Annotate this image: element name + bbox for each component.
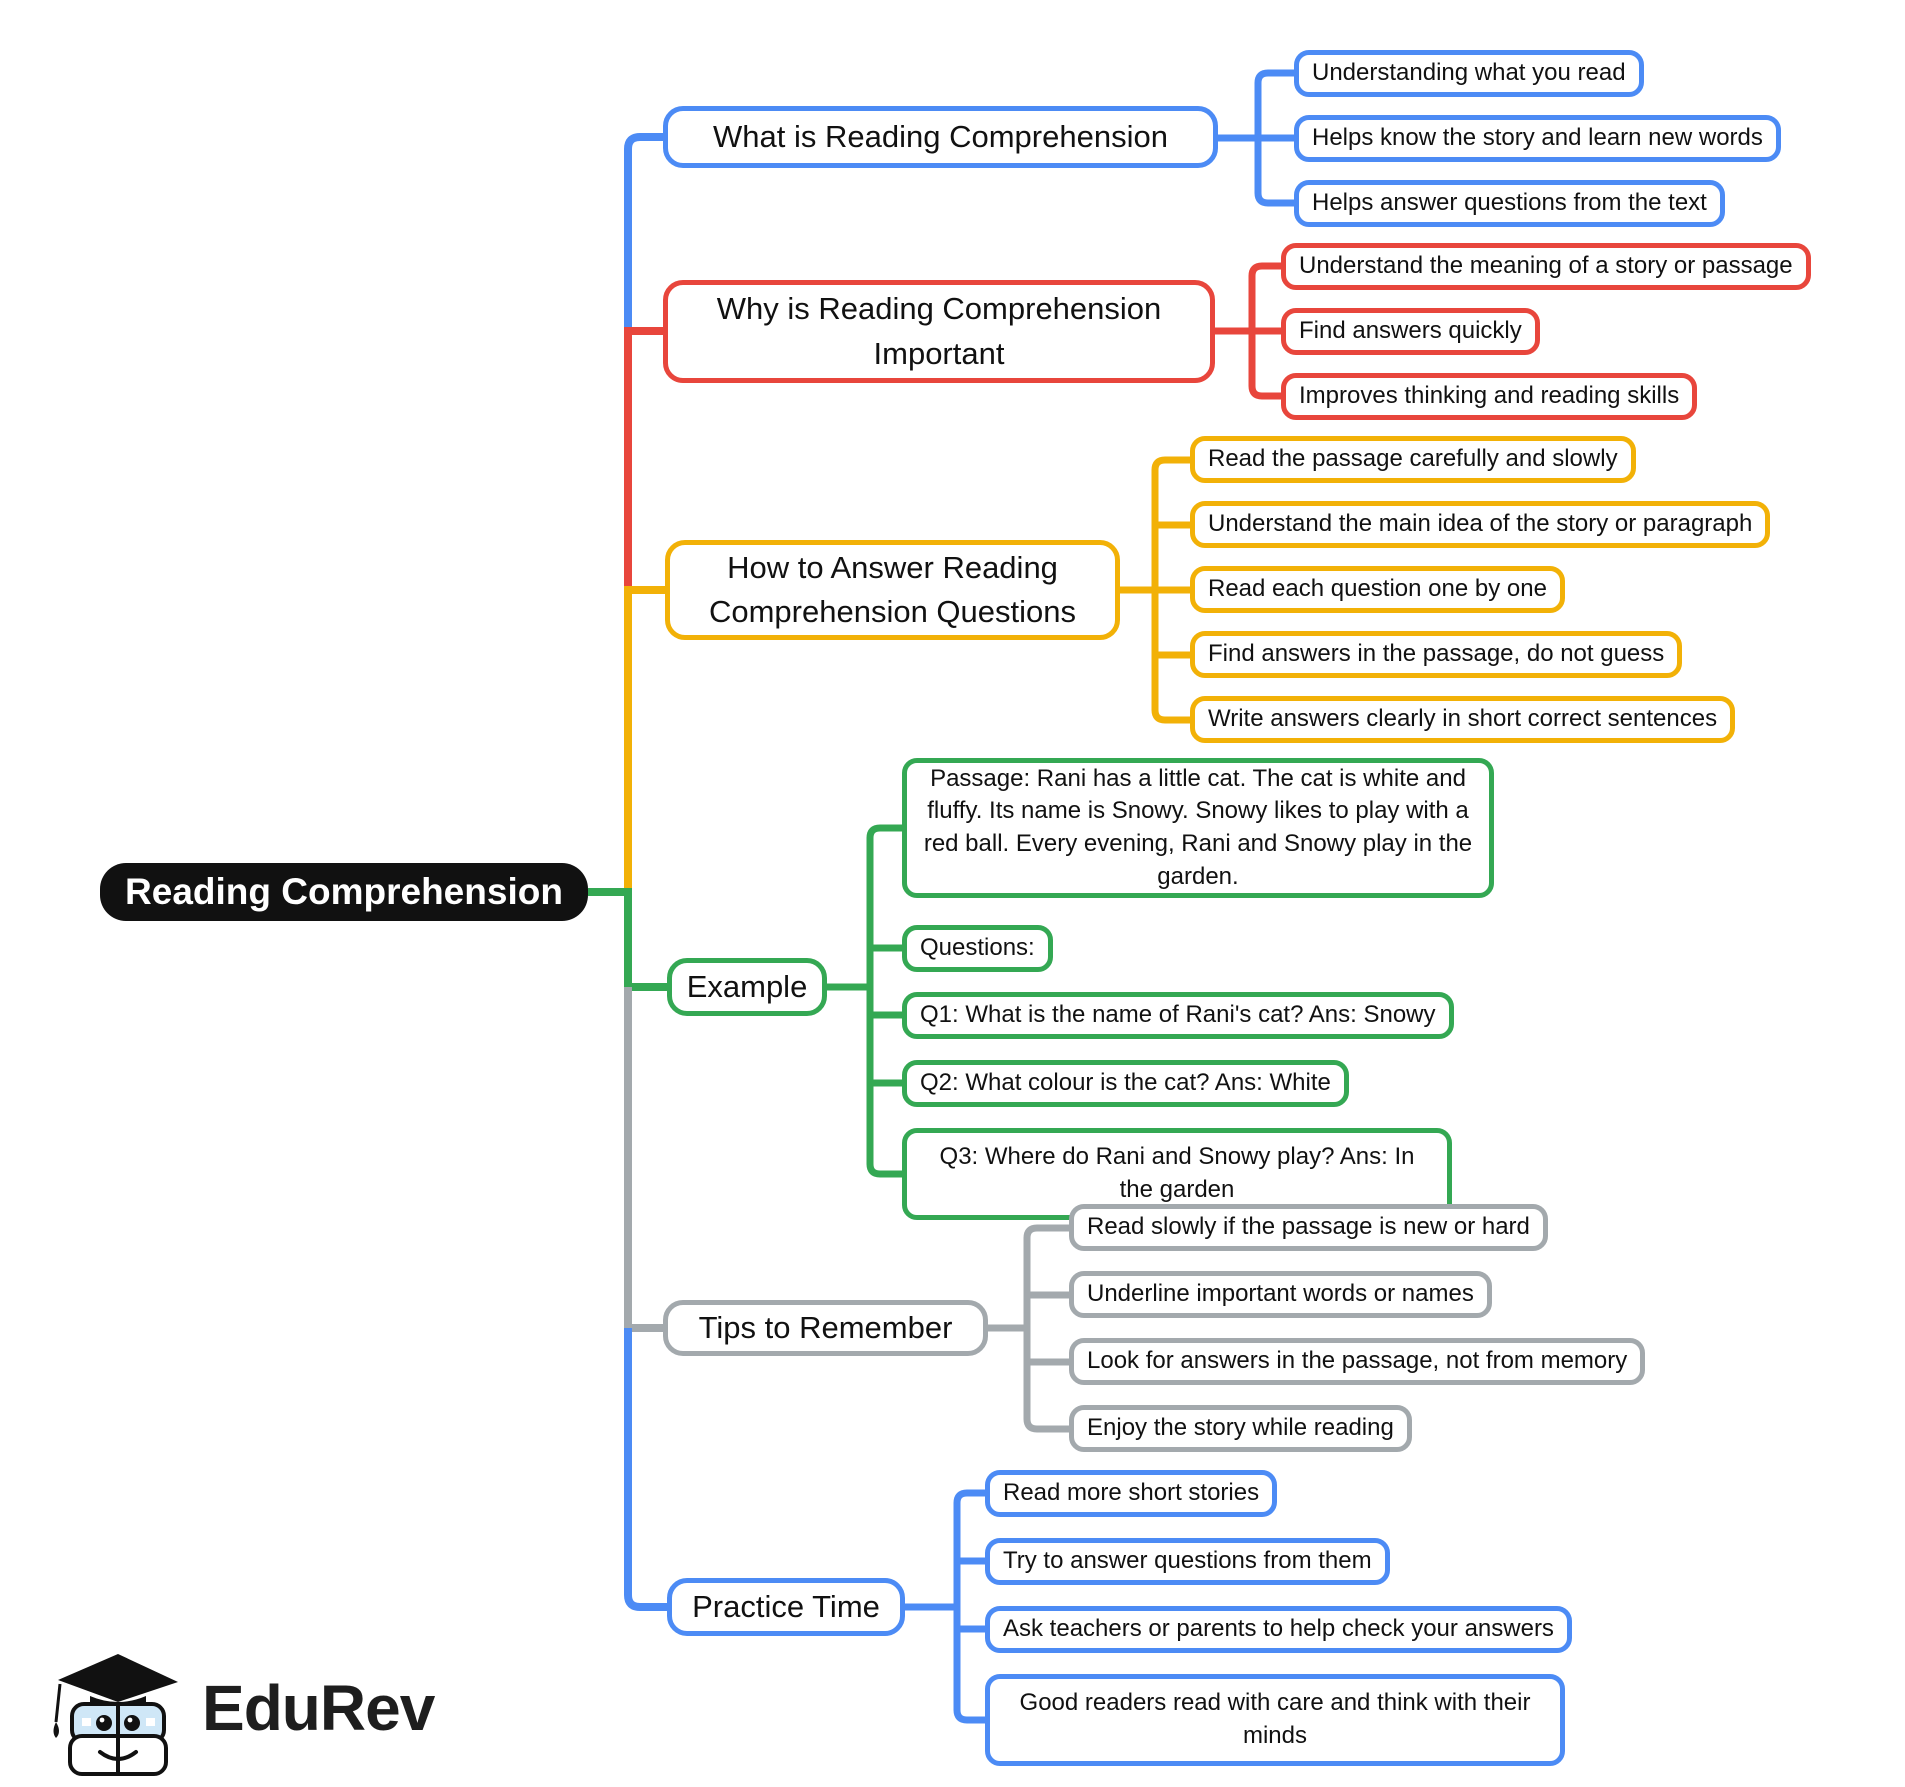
wire-example-children [820,824,912,1178]
wire-why-children [1210,262,1290,400]
child-example-q2: Q2: What colour is the cat? Ans: White [902,1060,1349,1107]
branch-example: Example [667,958,827,1016]
child-what-is-3: Helps answer questions from the text [1294,180,1725,227]
wire-what-is-children [1212,69,1310,207]
wire-how-children [1115,456,1200,724]
child-tips-3: Look for answers in the passage, not fro… [1069,1338,1646,1385]
center-node: Reading Comprehension [100,863,588,921]
edurev-logo: EduRev [40,1638,435,1778]
trunk-how-to [624,586,670,892]
edurev-mascot-icon [53,1654,178,1776]
child-how-5: Write answers clearly in short correct s… [1190,696,1736,743]
edurev-logo-text: EduRev [202,1672,435,1744]
child-how-2: Understand the main idea of the story or… [1190,501,1771,548]
trunk-tips [624,987,670,1332]
child-how-3: Read each question one by one [1190,566,1565,613]
branch-why-important: Why is Reading Comprehension Important [663,280,1215,383]
child-tips-4: Enjoy the story while reading [1069,1405,1412,1452]
child-practice-4: Good readers read with care and think wi… [985,1674,1565,1766]
child-practice-2: Try to answer questions from them [985,1538,1390,1585]
child-how-4: Find answers in the passage, do not gues… [1190,631,1683,678]
child-practice-1: Read more short stories [985,1470,1278,1517]
trunk-why-important [624,327,670,590]
child-example-q1: Q1: What is the name of Rani's cat? Ans:… [902,992,1454,1039]
child-why-2: Find answers quickly [1281,308,1540,355]
child-how-1: Read the passage carefully and slowly [1190,436,1636,483]
wire-tips-children [982,1224,1069,1433]
trunk-practice [624,1328,670,1611]
child-example-passage: Passage: Rani has a little cat. The cat … [902,758,1494,898]
trunk-what-is [624,133,670,331]
branch-tips: Tips to Remember [663,1300,988,1356]
child-what-is-2: Helps know the story and learn new words [1294,115,1781,162]
child-tips-1: Read slowly if the passage is new or har… [1069,1204,1548,1251]
child-what-is-1: Understanding what you read [1294,50,1644,97]
branch-how-to-answer: How to Answer Reading Comprehension Ques… [665,540,1120,640]
branch-what-is: What is Reading Comprehension [663,106,1218,168]
child-tips-2: Underline important words or names [1069,1271,1492,1318]
wire-practice-children [900,1489,995,1724]
child-why-1: Understand the meaning of a story or pas… [1281,243,1811,290]
child-example-questions: Questions: [902,925,1053,972]
branch-practice: Practice Time [667,1578,905,1636]
child-why-3: Improves thinking and reading skills [1281,373,1698,420]
child-practice-3: Ask teachers or parents to help check yo… [985,1606,1572,1653]
trunk-example [588,888,670,991]
